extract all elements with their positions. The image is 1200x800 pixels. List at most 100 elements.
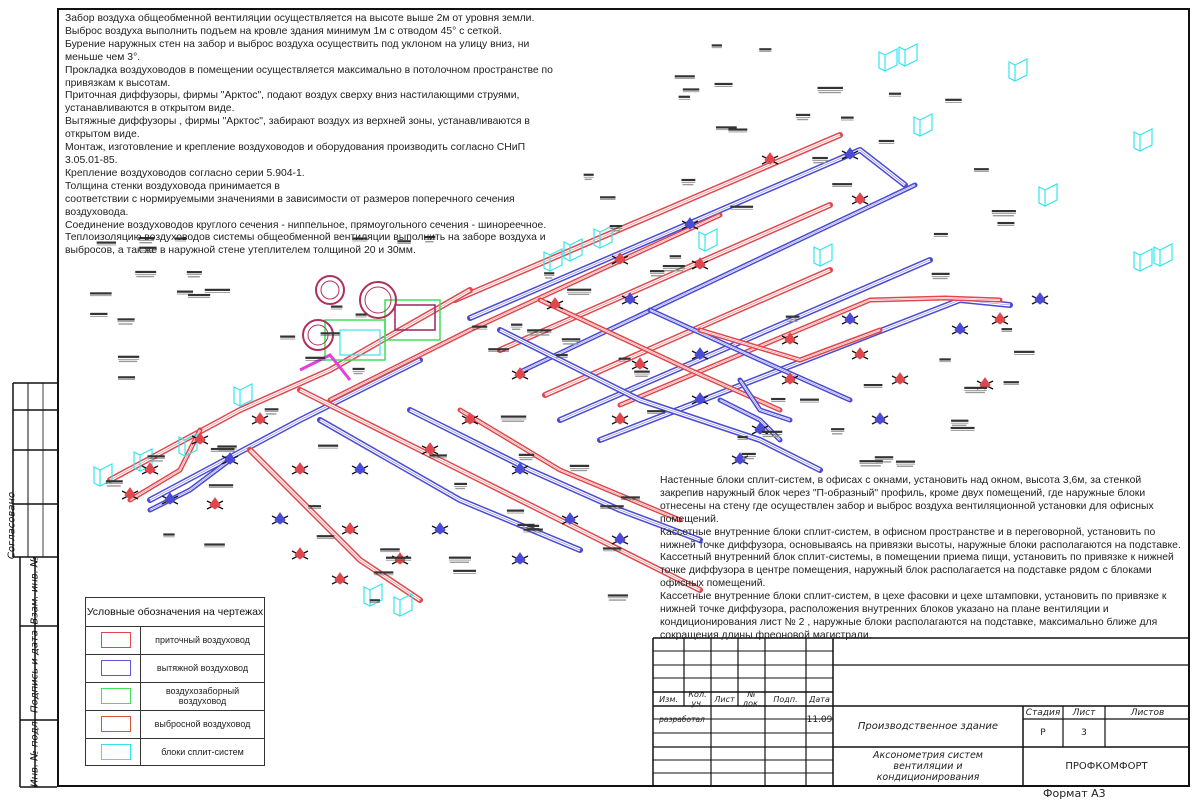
legend-title: Условные обозначения на чертежах (86, 598, 264, 627)
air-intake-hood (359, 281, 397, 319)
split-unit (233, 383, 253, 407)
legend-label: вытяжной воздуховод (156, 663, 249, 673)
callout-tag (945, 98, 962, 101)
callout-tag (330, 305, 343, 308)
callout-tag (950, 426, 975, 430)
diffuser-icon (209, 497, 221, 510)
callout-tag (831, 428, 845, 431)
callout-subtext (545, 277, 553, 279)
callout-tag (264, 408, 279, 411)
duct-centerline (249, 449, 421, 601)
duct (597, 297, 1013, 443)
callout-tag (471, 325, 488, 328)
callout-subtext (610, 230, 621, 232)
callout-tag (812, 156, 828, 160)
diffuser-icon (684, 217, 696, 230)
callout-tag (888, 92, 902, 95)
callout-subtext (796, 118, 809, 121)
callout-tag (385, 556, 412, 559)
callout-tag (649, 270, 665, 273)
callout-tag (841, 116, 854, 119)
callout-subtext (682, 183, 694, 186)
title-block-header: № док. (742, 690, 761, 708)
legend-divider (140, 738, 141, 766)
callout-subtext (562, 343, 579, 345)
legend-label: приточный воздуховод (155, 635, 250, 645)
callout-tag (647, 410, 665, 413)
diffuser-icon (274, 512, 286, 525)
company-name: ПРОФКОМФОРТ (1065, 761, 1148, 772)
callout-tag (147, 455, 165, 458)
legend-divider (140, 682, 141, 710)
callout-tag (188, 293, 211, 297)
legend-item: воздухозаборный воздуховод (86, 682, 264, 711)
split-unit (1038, 183, 1058, 207)
callout-tag (511, 323, 523, 326)
callout-subtext (106, 485, 121, 487)
legend-swatch (101, 744, 131, 760)
callout-tag (117, 318, 135, 321)
callout-subtext (218, 450, 235, 452)
callout-subtext (136, 275, 155, 278)
split-unit (1133, 128, 1153, 152)
callout-tag (369, 599, 380, 602)
callout-tag (527, 329, 552, 332)
callout-subtext (187, 276, 200, 278)
diffuser-icon (354, 462, 366, 475)
callout-tag (674, 75, 695, 78)
callout-tag (730, 205, 754, 208)
callout-tag (517, 523, 535, 526)
callout-tag (373, 571, 394, 574)
callout-tag (454, 482, 468, 486)
developer-role: разработал (659, 715, 705, 724)
callout-subtext (425, 241, 434, 243)
duct-centerline (329, 214, 721, 401)
split-unit (93, 463, 113, 487)
diffuser-icon (694, 347, 706, 360)
callout-tag (138, 237, 154, 240)
callout-tag (714, 82, 733, 86)
callout-tag (785, 315, 800, 318)
callout-tag (1001, 328, 1013, 331)
callout-subtext (118, 360, 138, 363)
air-handling-unit-section (339, 329, 381, 356)
callout-subtext (528, 334, 550, 336)
callout-tag (429, 454, 447, 457)
callout-subtext (650, 275, 663, 277)
diffuser-icon (254, 412, 266, 425)
callout-tag (318, 444, 339, 447)
diffuser-icon (514, 462, 526, 475)
callout-subtext (813, 161, 826, 164)
legend-label: выбросной воздуховод (154, 719, 251, 729)
diffuser-icon (124, 487, 136, 500)
split-unit (913, 113, 933, 137)
legend-divider (140, 626, 141, 654)
building-name: Производственное здание (857, 721, 999, 732)
note-line: Монтаж, изготовление и крепление воздухо… (65, 142, 526, 166)
duct-centerline (719, 399, 781, 441)
date-value: 11.09 (806, 714, 833, 725)
diffuser-icon (784, 332, 796, 345)
callout-tag (964, 386, 987, 389)
callout-tag (305, 356, 326, 359)
duct-centerline (459, 409, 681, 521)
note-paragraph: Кассетный внутренний блок сплит-системы,… (660, 552, 1174, 590)
split-unit (1008, 58, 1028, 82)
legend-label: воздухозаборный воздуховод (165, 686, 240, 706)
callout-tag (561, 338, 581, 341)
replaces-inv-label: Взам. инв. № (29, 556, 41, 625)
callout-tag (618, 357, 631, 360)
callout-tag (1003, 381, 1019, 384)
diffuser-icon (294, 462, 306, 475)
diffuser-icon (294, 547, 306, 560)
callout-tag (599, 196, 616, 199)
split-system-notes: Настенные блоки сплит-систем, в офисах с… (660, 475, 1185, 643)
sheet-title: Аксонометрия систем вентиляции и кондици… (873, 750, 983, 783)
callout-subtext (353, 372, 363, 375)
legend: Условные обозначения на чертежах приточн… (85, 597, 265, 766)
callout-subtext (786, 320, 798, 322)
diffuser-icon (514, 367, 526, 380)
callout-tag (280, 335, 296, 338)
callout-tag (118, 376, 136, 379)
callout-tag (583, 173, 594, 176)
